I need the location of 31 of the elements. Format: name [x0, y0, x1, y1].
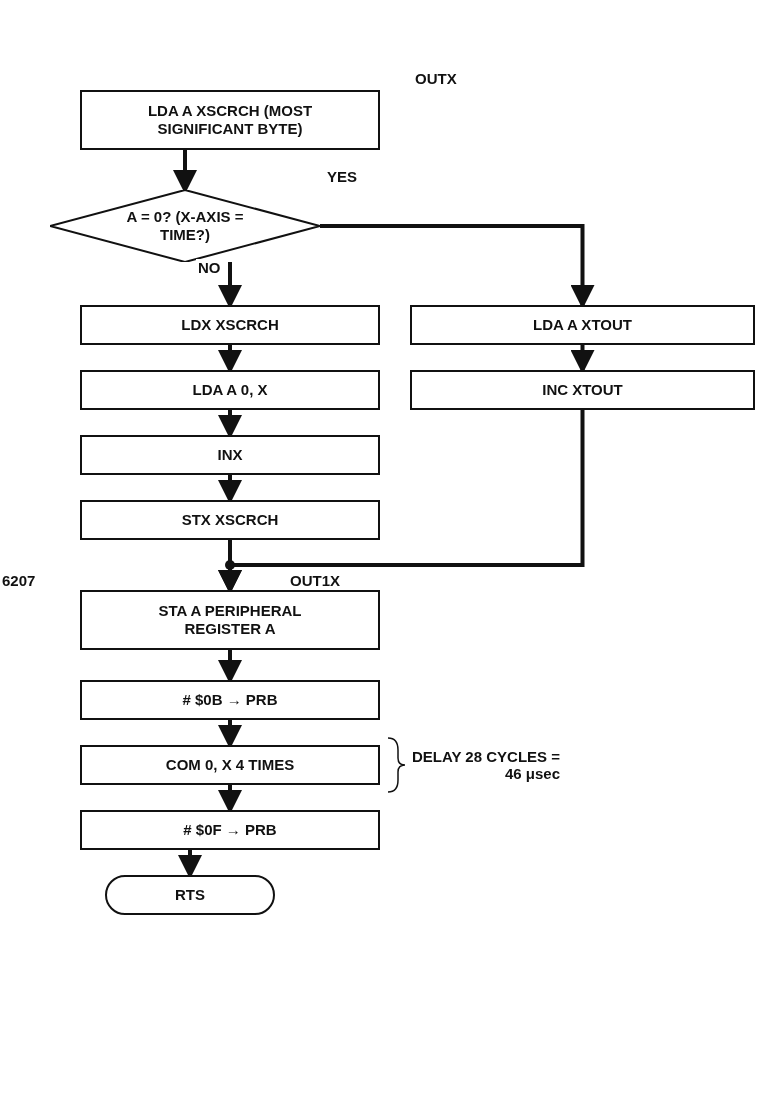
- step-text: INC XTOUT: [542, 381, 623, 399]
- step-text: COM 0, X 4 TIMES: [165, 756, 295, 774]
- decision-diamond: [50, 190, 320, 262]
- process-box: [80, 305, 380, 345]
- process-box: [80, 370, 380, 410]
- process-box: [80, 680, 380, 720]
- step-text: STA A PERIPHERAL REGISTER A: [157, 602, 303, 638]
- step-text: STX XSCRCH: [181, 511, 279, 529]
- step-text: LDA A XSCRCH (MOST SIGNIFICANT BYTE): [146, 102, 314, 138]
- process-box: [410, 370, 755, 410]
- terminal-box: [105, 875, 275, 915]
- process-box: [80, 90, 380, 150]
- step-annotation: 6207: [2, 572, 36, 589]
- process-box: [80, 500, 380, 540]
- step-annotation: OUT1X: [290, 572, 340, 589]
- process-box: [80, 810, 380, 850]
- step-text: INX: [217, 446, 243, 464]
- edge-label: NO: [196, 259, 223, 276]
- step-annotation: OUTX: [415, 70, 457, 87]
- process-box: [80, 590, 380, 650]
- step-text: LDA A 0, X: [192, 381, 268, 399]
- step-text: # $0F → PRB: [183, 821, 277, 839]
- step-text: RTS: [175, 886, 205, 904]
- process-box: [410, 305, 755, 345]
- step-text: LDX XSCRCH: [181, 316, 279, 334]
- process-box: [80, 435, 380, 475]
- step-annotation: DELAY 28 CYCLES = 46 μsec: [411, 748, 560, 782]
- step-text: LDA A XTOUT: [533, 316, 632, 334]
- step-text: A = 0? (X-AXIS = TIME?): [125, 208, 245, 244]
- process-box: [80, 745, 380, 785]
- step-text: # $0B → PRB: [182, 691, 278, 709]
